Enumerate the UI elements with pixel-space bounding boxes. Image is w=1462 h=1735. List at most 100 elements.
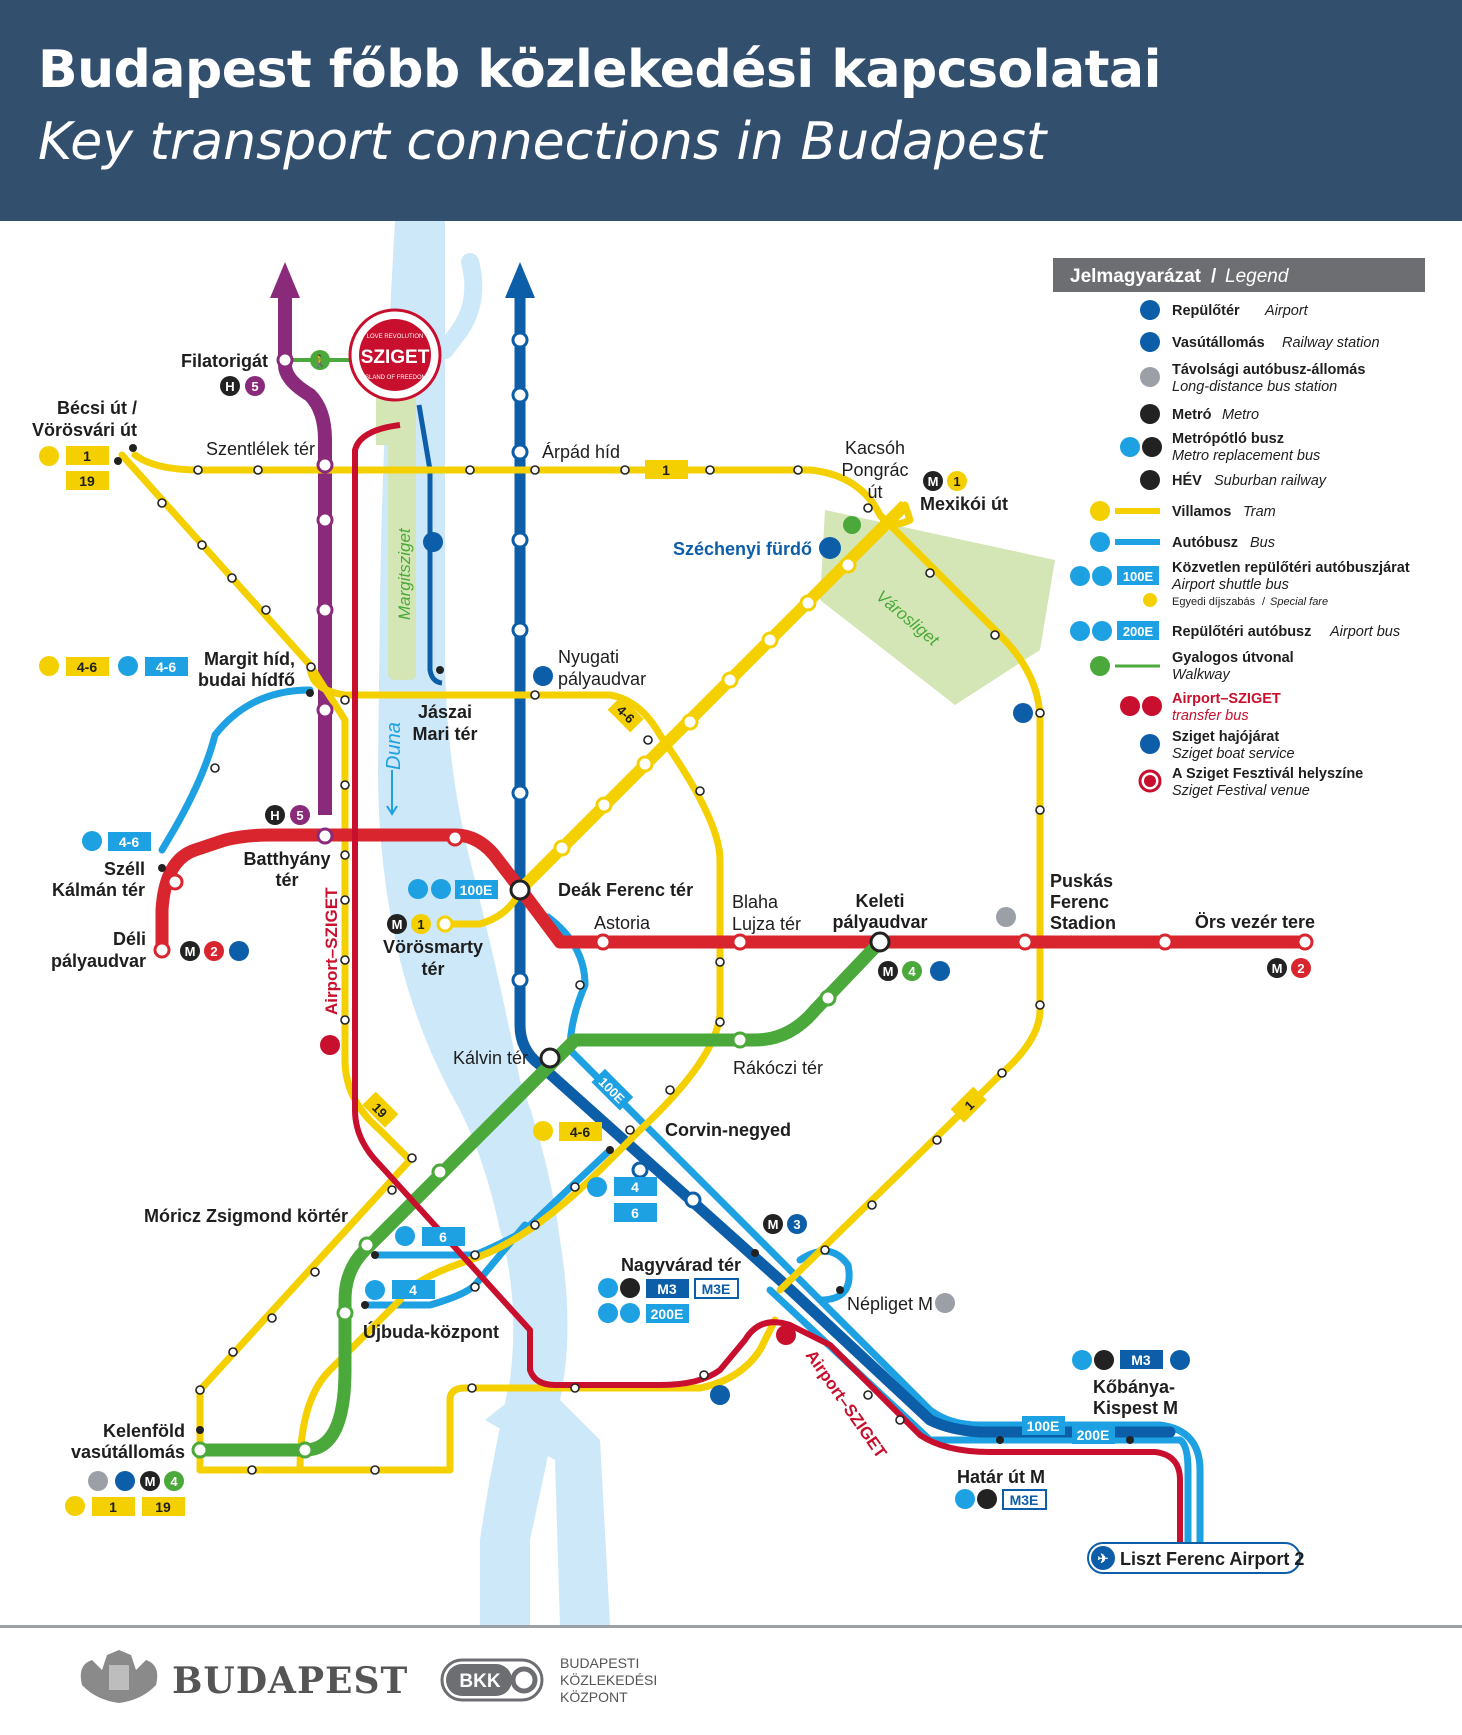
- hev-stop: [316, 456, 334, 474]
- metro-icon: [140, 1471, 160, 1491]
- m2-stop-puskas: [1016, 933, 1034, 951]
- tram-icon: [39, 446, 59, 466]
- badge-tram-19-text: 19: [79, 473, 95, 489]
- station-batthyany-2: tér: [275, 870, 298, 890]
- station-blaha-1: Blaha: [732, 892, 779, 912]
- tram-stop: [228, 1347, 238, 1357]
- tram-stop: [340, 780, 350, 790]
- tram-stop: [932, 1135, 942, 1145]
- badge-tram-1-diamond: [950, 1086, 987, 1123]
- pool-icon: [819, 537, 841, 559]
- tram-stop: [620, 465, 630, 475]
- badge-bus-6-text: 6: [631, 1205, 639, 1221]
- tram-stop: [665, 1085, 675, 1095]
- bkk-name-line-3: KÖZPONT: [560, 1689, 628, 1705]
- m1-icon-text: 1: [953, 474, 960, 489]
- legend-walkway-icon: [1090, 656, 1110, 676]
- legend-metro-icon: [1140, 404, 1160, 424]
- badge-bus-200e-nagyvarad: [646, 1304, 689, 1323]
- badge-m3-nagyvarad: [646, 1279, 689, 1298]
- metro-icon: [1094, 1350, 1114, 1370]
- tram-stop: [925, 568, 935, 578]
- badge-tram-1-kelenfold: [92, 1497, 135, 1516]
- m3-stop: [511, 331, 529, 349]
- station-astoria: Astoria: [594, 913, 651, 933]
- station-szechenyi: Széchenyi fürdő: [673, 539, 812, 559]
- legend-100e-badge: [1117, 566, 1159, 585]
- station-kacsoh-2: Pongrác: [841, 460, 908, 480]
- station-jaszai-2: Mari tér: [412, 724, 477, 744]
- tram-stop: [715, 957, 725, 967]
- station-margit-2: budai hídfő: [198, 670, 295, 690]
- m2-icon-text: 2: [210, 944, 217, 959]
- m2-icon-text: 2: [1297, 961, 1304, 976]
- station-szell-1: Széll: [104, 859, 145, 879]
- bus-icon: [408, 879, 428, 899]
- island-label: Margitsziget: [395, 527, 414, 620]
- metro-icon: [620, 1278, 640, 1298]
- tram2-stop: [553, 839, 571, 857]
- hev-5-text: 5: [296, 808, 303, 823]
- tram-stop: [867, 1200, 877, 1210]
- hev-north-arrow: [270, 262, 300, 298]
- metro-icon: [387, 914, 407, 934]
- station-deli-2: pályaudvar: [51, 951, 146, 971]
- m4-icon-text: 4: [170, 1474, 178, 1489]
- legend-tram-hu: Villamos: [1172, 504, 1231, 520]
- badge-bus-4-6-west: [145, 657, 188, 676]
- legend-header-hu: Jelmagyarázat: [1070, 266, 1202, 287]
- legend-sziget-transfer-en: transfer bus: [1172, 708, 1249, 724]
- badge-bus-4-6-west-text: 4-6: [156, 659, 176, 675]
- tram2-stop: [595, 796, 613, 814]
- tram2-stop: [761, 631, 779, 649]
- legend-200e-badge-text: 200E: [1123, 624, 1154, 639]
- badge-bus-4-ujbuda: [392, 1280, 435, 1299]
- station-moricz: Móricz Zsigmond körtér: [144, 1206, 348, 1226]
- river-label: Duna: [383, 722, 405, 770]
- badge-bus-4-6-szell: [108, 832, 151, 851]
- badge-bus-6: [614, 1203, 657, 1222]
- legend-long-distance-bus-icon: [1140, 367, 1160, 387]
- tram-stop: [643, 735, 653, 745]
- badge-m3-kobanya-text: M3: [1131, 1352, 1151, 1368]
- station-puskas-3: Stadion: [1050, 913, 1116, 933]
- tram-stop: [530, 465, 540, 475]
- legend-sziget-venue-en: Sziget Festival venue: [1172, 783, 1310, 799]
- legend-tram-en: Tram: [1243, 504, 1276, 520]
- svg-text:🚶: 🚶: [313, 354, 328, 368]
- m4-stop: [431, 1163, 449, 1181]
- legend-header-bar: [1053, 258, 1425, 292]
- m3-icon-text: 3: [793, 1217, 800, 1232]
- m4-stop: [819, 989, 837, 1007]
- badge-tram-1-line: [645, 460, 688, 479]
- hev-h5-line: [278, 290, 332, 815]
- footer-divider: [0, 1625, 1462, 1628]
- danube-south-arm: [485, 1400, 610, 1625]
- m2-icon: [204, 941, 224, 961]
- hev-stop: [316, 511, 334, 529]
- metro-m3-line: [514, 284, 1176, 1438]
- tram2-stop: [681, 713, 699, 731]
- legend-metro-hu: Metró: [1172, 407, 1212, 423]
- m3-stop: [631, 1161, 649, 1179]
- legend-boat-hu: Sziget hajójárat: [1172, 729, 1279, 745]
- stop-dot: [361, 1301, 369, 1309]
- m4-stop-ujbuda: [336, 1304, 354, 1322]
- station-szell-2: Kálmán tér: [52, 880, 145, 900]
- tram-stop: [197, 540, 207, 550]
- tram-stop: [267, 1313, 277, 1323]
- badge-tram-19: [66, 471, 109, 490]
- legend-metro-replacement-en: Metro replacement bus: [1172, 448, 1320, 464]
- metro-m4-line: [200, 937, 885, 1457]
- station-puskas-1: Puskás: [1050, 871, 1113, 891]
- badge-tram-1-line-text: 1: [662, 462, 670, 478]
- m2-stop: [1156, 933, 1174, 951]
- hev-stop: [316, 601, 334, 619]
- badge-tram-4-6-west: [66, 657, 109, 676]
- m2-stop-blaha: [731, 933, 749, 951]
- tram-stop: [261, 605, 271, 615]
- metro-icon-text: M: [185, 944, 196, 959]
- station-nepliget: Népliget M: [847, 1294, 933, 1314]
- legend-hev-hu: HÉV: [1172, 472, 1202, 489]
- badge-bus-4-text: 4: [631, 1179, 639, 1195]
